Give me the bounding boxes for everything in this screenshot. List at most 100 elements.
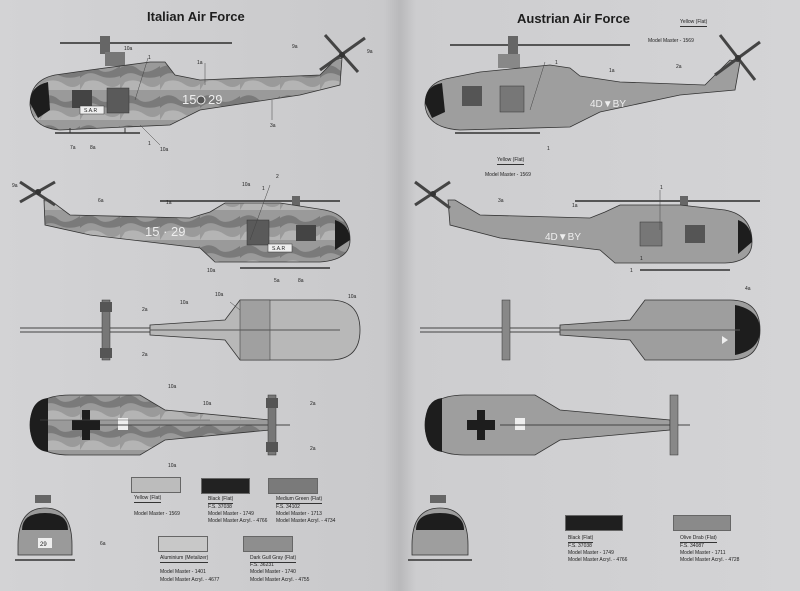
italian-serial-side-2: 15 · 29 (145, 224, 185, 239)
callout-9a-left: 9a (292, 44, 298, 50)
swatch-olive-drab (673, 515, 731, 531)
yellow-note-mid-mm: Model Master - 1569 (485, 172, 531, 178)
callout-10a-bottom: 10a (160, 147, 169, 153)
callout-1a-b: 1a (166, 200, 172, 206)
callout-front-6a: 6a (100, 541, 106, 547)
swatch-aus-black-name: Black (Flat) (568, 535, 594, 543)
swatch-black-fs: F.S. 37038 (208, 504, 232, 510)
austrian-top-view (420, 299, 761, 361)
austrian-front-view (408, 495, 472, 561)
swatch-aluminium-name: Aluminium (Metalizer) (160, 555, 209, 563)
swatch-medium-green (268, 478, 318, 494)
callout-bottom-10a-a: 10a (168, 384, 177, 390)
swatch-green-mm: Model Master - 1713 (276, 511, 322, 517)
italian-top-view (20, 299, 361, 361)
callout-top-10a-a: 10a (180, 300, 189, 306)
swatch-black-name: Black (Flat) (208, 496, 234, 504)
callout-a-1b: 1 (547, 146, 550, 152)
callout-bottom-10a-c: 10a (168, 463, 177, 469)
swatch-dark-gull-gray (243, 536, 293, 552)
yellow-note-top: Yellow (Flat) (680, 19, 708, 27)
callout-top-2a-a: 2a (142, 307, 148, 313)
callout-2: 2 (276, 174, 279, 180)
yellow-note-mid-name: Yellow (Flat) (497, 157, 525, 165)
italian-side-left-view: S.A.R 15 · 29 (29, 34, 366, 134)
austrian-code-side-2: 4D▼BY (545, 232, 581, 243)
swatch-green-name: Medium Green (Flat) (276, 496, 323, 504)
yellow-note-top-name: Yellow (Flat) (680, 19, 708, 27)
callout-9a-right: 9a (367, 49, 373, 55)
swatch-yellow-label: Yellow (Flat) (134, 495, 162, 503)
swatch-green-label: Medium Green (Flat) (276, 496, 323, 504)
swatch-aluminium (158, 536, 208, 552)
swatch-aus-black-mm: Model Master - 1749 (568, 550, 614, 556)
austrian-side-left-view: 4D▼BY (424, 34, 761, 134)
callout-bottom-2a-b: 2a (310, 446, 316, 452)
callout-top-10a-c: 10a (348, 294, 357, 300)
swatch-gull-fs: F.S. 36231 (250, 562, 274, 568)
swatch-black (201, 478, 250, 494)
swatch-olive-mma: Model Master Acryl. - 4728 (680, 557, 740, 563)
swatch-gull-label: Dark Gull Gray (Flat) (250, 555, 297, 563)
callout-8a-low: 8a (298, 278, 304, 284)
callout-a-2a: 2a (676, 64, 682, 70)
callout-a2-1b: 1 (630, 268, 633, 274)
callout-7a: 7a (70, 145, 76, 151)
callout-10a-top: 10a (124, 46, 133, 52)
swatch-austrian-black (565, 515, 623, 531)
italian-sar-text: S.A.R (84, 108, 97, 114)
callout-3a: 3a (270, 123, 276, 129)
swatch-olive-label: Olive Drab (Flat) (680, 535, 717, 543)
swatch-yellow-name: Yellow (Flat) (134, 495, 162, 503)
callout-a-1a: 1a (609, 68, 615, 74)
swatch-olive-fs: F.S. 34087 (680, 543, 704, 549)
leader-lines (134, 57, 661, 311)
swatch-black-mma: Model Master Acryl. - 4766 (208, 518, 268, 524)
callout-a2-1a: 1a (572, 203, 578, 209)
callout-a-4a: 4a (745, 286, 751, 292)
swatch-gull-mm: Model Master - 1740 (250, 569, 296, 575)
austrian-bottom-view (424, 394, 690, 456)
italian-side-right-view: S.A.R 15 · 29 (19, 180, 351, 269)
swatch-gull-name: Dark Gull Gray (Flat) (250, 555, 297, 563)
italian-sar-text-2: S.A.R (272, 246, 285, 252)
callout-a-1: 1 (555, 60, 558, 66)
callout-10a-low: 10a (207, 268, 216, 274)
italian-chin-number: 29 (40, 542, 47, 548)
callout-bottom-10a-b: 10a (203, 401, 212, 407)
callout-6a: 6a (98, 198, 104, 204)
callout-5a: 5a (274, 278, 280, 284)
swatch-olive-mm: Model Master - 1711 (680, 550, 726, 556)
callout-a2-1c: 1 (640, 256, 643, 262)
italian-front-view: 29 (15, 495, 75, 561)
austrian-title: Austrian Air Force (517, 11, 630, 26)
swatch-aluminium-mm: Model Master - 1401 (160, 569, 206, 575)
italian-title: Italian Air Force (147, 9, 245, 24)
callout-a2-3a: 3a (498, 198, 504, 204)
austrian-code-side: 4D▼BY (590, 99, 626, 110)
italian-bottom-view (29, 394, 290, 456)
swatch-yellow-mm: Model Master - 1569 (134, 511, 180, 517)
swatch-yellow (131, 477, 181, 493)
callout-bottom-2a-a: 2a (310, 401, 316, 407)
swatch-aus-black-mma: Model Master Acryl. - 4766 (568, 557, 628, 563)
callout-9a-tail: 9a (12, 183, 18, 189)
callout-10a-mid: 10a (242, 182, 251, 188)
swatch-aus-black-label: Black (Flat) (568, 535, 594, 543)
yellow-note-top-mm: Model Master - 1569 (648, 38, 694, 44)
swatch-gull-mma: Model Master Acryl. - 4755 (250, 577, 310, 583)
swatch-aluminium-label: Aluminium (Metalizer) (160, 555, 209, 563)
callout-1-mid: 1 (262, 186, 265, 192)
callout-1: 1 (148, 55, 151, 61)
callout-1a: 1a (197, 60, 203, 66)
swatch-olive-name: Olive Drab (Flat) (680, 535, 717, 543)
yellow-note-mid: Yellow (Flat) (497, 157, 525, 165)
swatch-green-mma: Model Master Acryl. - 4734 (276, 518, 336, 524)
austrian-side-right-view: 4D▼BY (414, 180, 760, 271)
swatch-black-label: Black (Flat) (208, 496, 234, 504)
callout-top-10a-b: 10a (215, 292, 224, 298)
swatch-green-fs: F.S. 34102 (276, 504, 300, 510)
callout-1-b: 1 (148, 141, 151, 147)
